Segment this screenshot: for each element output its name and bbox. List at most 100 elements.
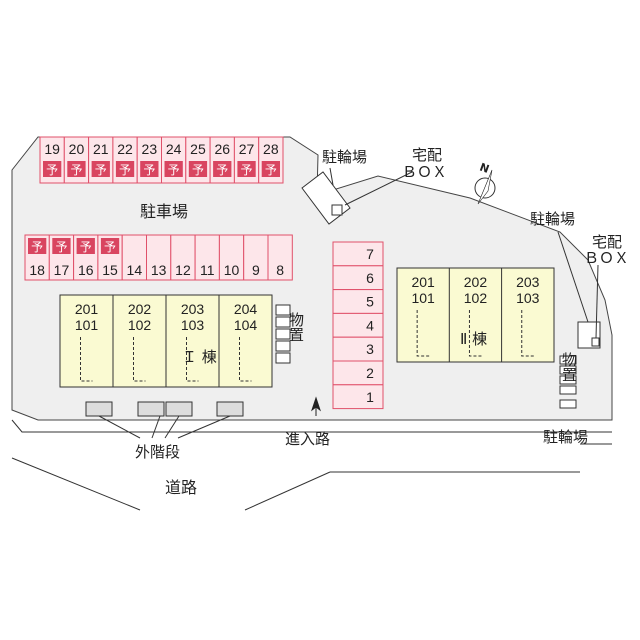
- parking-number: 1: [366, 389, 374, 405]
- unit-entrance: [416, 310, 430, 357]
- parking-number: 14: [127, 262, 143, 278]
- storage-left-label: 物置: [287, 312, 305, 342]
- parking-space: [332, 241, 384, 267]
- delivery-box-left-label-1: 宅配: [412, 146, 442, 164]
- bike-parking-right: [557, 231, 601, 349]
- parking-number: 25: [190, 141, 206, 157]
- parking-number: 13: [151, 262, 167, 278]
- reserved-mark: 予: [70, 163, 82, 177]
- parking-space: [332, 360, 384, 386]
- reserved-badge: [237, 161, 256, 177]
- parking-space: [332, 312, 384, 338]
- parking-number: 3: [366, 341, 374, 357]
- reserved-badge: [261, 161, 280, 177]
- parking-number: 4: [366, 317, 374, 333]
- parking-space: [332, 265, 384, 291]
- entrance-arrow-icon: [311, 396, 321, 416]
- reserved-badge: [213, 161, 232, 177]
- reserved-badge: [188, 161, 208, 177]
- unit-entrance: [80, 337, 93, 382]
- reserved-mark: 予: [192, 163, 204, 177]
- reserved-mark: 予: [119, 163, 131, 177]
- storage-left-blocks: [275, 304, 291, 364]
- parking-number: 17: [54, 262, 70, 278]
- unit-number-upper: 202: [128, 301, 152, 317]
- unit-number-upper: 203: [181, 301, 205, 317]
- north-label: N: [478, 161, 491, 176]
- unit-entrance: [468, 310, 482, 357]
- parking-number: 19: [44, 141, 60, 157]
- parking-number: 20: [69, 141, 85, 157]
- reserved-mark: 予: [216, 163, 228, 177]
- reserved-badge: [76, 238, 95, 254]
- unit-number-lower: 101: [411, 290, 435, 306]
- reserved-mark: 予: [265, 163, 277, 177]
- unit-number-upper: 204: [234, 301, 258, 317]
- delivery-box-left-label-2: ＢＯＸ: [402, 163, 447, 181]
- unit-entrance: [186, 337, 199, 382]
- parking-number: 10: [224, 262, 240, 278]
- unit-number-upper: 201: [411, 274, 435, 290]
- outer-stairs-label: 外階段: [135, 443, 180, 461]
- reserved-mark: 予: [168, 163, 180, 177]
- reserved-badge: [100, 238, 120, 254]
- unit-number-lower: 103: [516, 290, 540, 306]
- delivery-box-right-label-2: ＢＯＸ: [584, 249, 629, 267]
- parking-space: [194, 234, 220, 281]
- parking-space: [218, 234, 245, 281]
- reserved-mark: 予: [46, 163, 58, 177]
- parking-space: [332, 289, 384, 314]
- reserved-badge: [91, 161, 110, 177]
- parking-number: 9: [252, 262, 260, 278]
- parking-number: 21: [93, 141, 109, 157]
- reserved-badge: [43, 161, 62, 177]
- unit-entrance: [521, 310, 534, 357]
- parking-space: [146, 234, 172, 281]
- parking-number: 11: [200, 262, 215, 278]
- unit-entrance: [239, 337, 252, 382]
- parking-space: [332, 384, 384, 410]
- parking-number: 28: [263, 141, 279, 157]
- unit-number-upper: 201: [75, 301, 99, 317]
- unit-number-upper: 203: [516, 274, 540, 290]
- parking-number: 5: [366, 294, 374, 310]
- bike-parking-left: [301, 167, 413, 225]
- north-arrow-icon: [474, 169, 496, 205]
- bike-parking-right-label: 駐輪場: [530, 210, 575, 228]
- building-1-label: Ｉ 棟: [182, 348, 217, 366]
- bike-parking-left-label: 駐輪場: [322, 148, 367, 166]
- unit-number-lower: 104: [234, 317, 258, 333]
- delivery-box-right-label-1: 宅配: [592, 233, 622, 251]
- parking-number: 15: [102, 262, 118, 278]
- reserved-mark: 予: [143, 163, 155, 177]
- outer-stairs-leaders: [98, 415, 231, 439]
- unit-number-lower: 101: [75, 317, 99, 333]
- parking-space: [170, 234, 196, 281]
- reserved-badge: [67, 161, 86, 177]
- reserved-mark: 予: [95, 163, 107, 177]
- reserved-badge: [52, 238, 71, 254]
- reserved-mark: 予: [104, 240, 116, 254]
- reserved-badge: [140, 161, 159, 177]
- road-label: 道路: [165, 478, 197, 497]
- parking-space: [267, 234, 293, 281]
- parking-number: 6: [366, 270, 374, 286]
- parking-space: [243, 234, 269, 281]
- road-edges: [11, 419, 612, 511]
- parking-number: 12: [175, 262, 191, 278]
- parking-number: 2: [366, 365, 374, 381]
- building-2-label: Ⅱ 棟: [460, 330, 487, 348]
- bike-parking-bottom-label: 駐輪場: [543, 428, 588, 446]
- parking-number: 18: [29, 262, 45, 278]
- parking-space: [332, 336, 384, 362]
- parking-number: 23: [142, 141, 158, 157]
- reserved-badge: [164, 161, 183, 177]
